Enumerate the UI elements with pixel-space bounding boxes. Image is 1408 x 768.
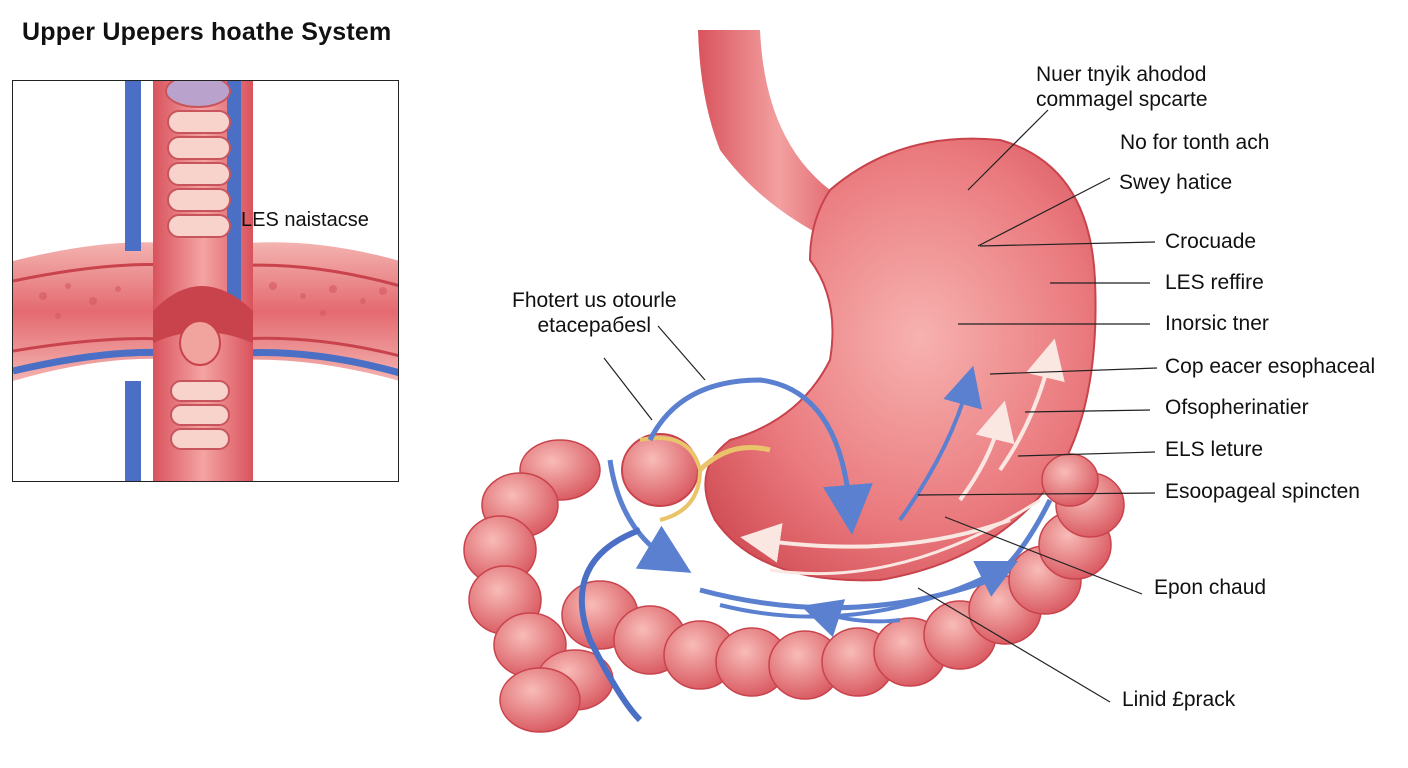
label-right-7: Ofsopherinatier xyxy=(1165,396,1309,419)
label-right-9: Esoopageal spincten xyxy=(1165,480,1360,503)
label-right-5: Inorsic tner xyxy=(1165,312,1269,335)
label-left-block: Fhotert us otourle etacepaбesl xyxy=(512,288,677,338)
label-left-line-1: Fhotert us otourle xyxy=(512,289,677,312)
inset-label-les: LES naistacse xyxy=(241,209,369,231)
inset-illustration xyxy=(13,81,398,481)
label-right-10: Epon chaud xyxy=(1154,576,1267,599)
label-right-2: Swey hatice xyxy=(1119,171,1233,194)
inset-panel: LES naistacse xyxy=(12,80,399,482)
label-right-11: Linid £prack xyxy=(1122,688,1236,711)
label-right-8: ELS leture xyxy=(1165,438,1264,461)
label-top-line-1: Nuer tnyik ahodod xyxy=(1036,63,1207,86)
label-right-4: LES reffire xyxy=(1165,271,1264,294)
label-right-1: No for tonth ach xyxy=(1120,131,1270,154)
label-left-line-2: etacepaбesl xyxy=(537,314,652,337)
diagram-title: Upper Upepers hoathe System xyxy=(22,18,392,46)
label-right-6: Cop eacer esophaceal xyxy=(1165,355,1376,378)
label-top-block: Nuer tnyik ahodod commagel spcarte xyxy=(1036,62,1208,112)
label-right-3: Crocuade xyxy=(1165,230,1257,253)
label-top-line-2: commagel spcarte xyxy=(1036,88,1208,111)
